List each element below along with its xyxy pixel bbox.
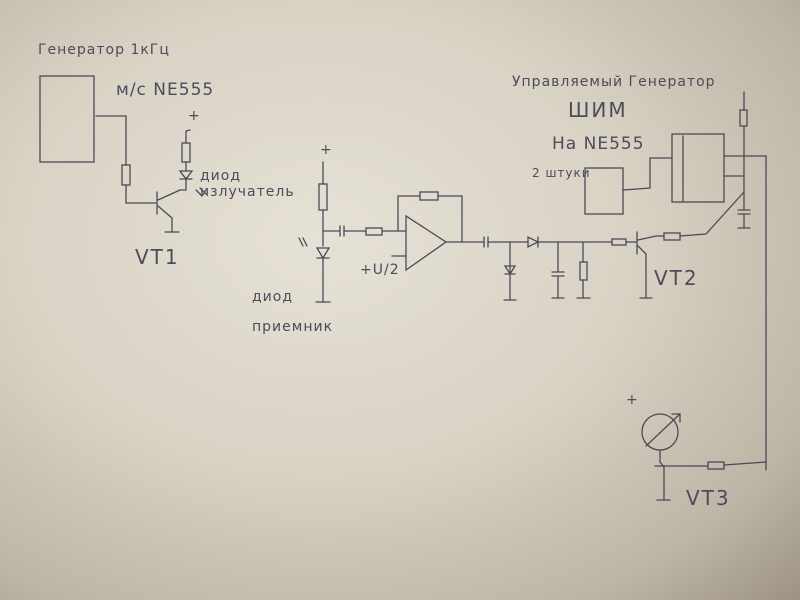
resistor-photodiode <box>318 183 328 211</box>
generator-chip-label: м/с NE555 <box>116 80 215 100</box>
led-emitter-label: диод излучатель <box>200 168 295 200</box>
pwm-block-2 <box>671 133 725 203</box>
resistor-feedback <box>419 191 439 201</box>
pwm-count-label: 2 штуки <box>532 166 591 180</box>
plus-label: + <box>320 142 333 158</box>
photodiode-label: диод приемник <box>252 289 334 335</box>
pwm-chip-label: На NE555 <box>552 134 645 154</box>
resistor-input <box>365 227 383 236</box>
vt3-label: VT3 <box>686 486 731 510</box>
plus-label: + <box>626 392 639 408</box>
transistor-vt3 <box>654 461 681 501</box>
transistor-vt2 <box>636 231 657 299</box>
resistor-base-vt2 <box>611 238 627 246</box>
vt2-label: VT2 <box>654 266 699 290</box>
half-supply-label: +U/2 <box>360 262 400 278</box>
wire <box>179 177 187 191</box>
plus-label: + <box>188 108 201 124</box>
diode-detector <box>527 235 540 249</box>
photodiode <box>315 247 331 260</box>
wire <box>185 129 191 144</box>
transistor-vt1 <box>156 189 181 233</box>
wire <box>95 115 127 166</box>
pwm-label: ШИМ <box>568 98 628 122</box>
op-amp <box>405 214 448 272</box>
pwm-title: Управляемый Генератор <box>512 74 716 90</box>
resistor-collector-vt2 <box>663 232 681 241</box>
resistor-base-vt1 <box>121 164 131 186</box>
generator-1khz-block <box>39 75 95 163</box>
generator-1khz-title: Генератор 1кГц <box>38 42 170 58</box>
pwm-block-1 <box>584 167 624 215</box>
resistor-led <box>181 142 191 163</box>
wire <box>125 184 157 204</box>
vt1-label: VT1 <box>135 245 180 269</box>
resistor-timing <box>739 109 748 127</box>
resistor-base-vt3 <box>707 461 725 470</box>
resistor-load <box>579 261 588 281</box>
diode-clamp <box>503 265 517 276</box>
